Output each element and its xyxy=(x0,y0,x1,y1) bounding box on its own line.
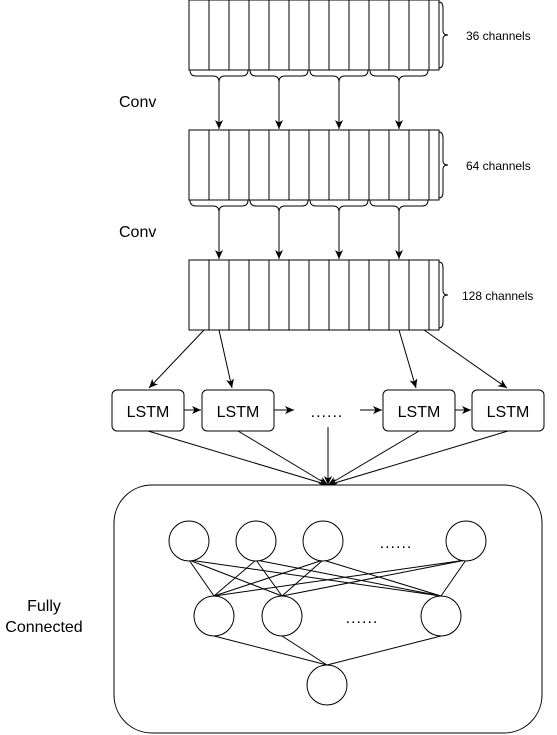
feature-to-lstm-arrow xyxy=(398,329,418,389)
fc-input-ellipsis: ...... xyxy=(380,535,413,552)
fc-input-hidden-connections xyxy=(188,559,467,597)
lstm-cell-3: LSTM xyxy=(382,389,456,432)
lstm-cell-2: LSTM xyxy=(201,389,275,432)
lstm-cell-4-label: LSTM xyxy=(487,404,530,421)
fc-label-line-1: Fully xyxy=(27,598,61,615)
feature-map-3: 128 channels xyxy=(188,259,533,331)
feature-map-2-channel-dividers xyxy=(208,130,430,200)
feature-map-3-channel-dividers xyxy=(208,260,430,330)
lstm-cell-2-label: LSTM xyxy=(217,404,260,421)
fc-hidden-node xyxy=(193,595,235,637)
feature-map-1-side-brace xyxy=(438,1,449,69)
lstm-to-fc-arrows xyxy=(147,427,509,487)
lstm-row: LSTM LSTM LSTM LSTM ...... xyxy=(111,389,545,432)
fc-hidden-output-connections xyxy=(213,635,442,666)
lstm-cell-1-label: LSTM xyxy=(127,404,170,421)
feature-map-2-bottom-braces xyxy=(189,199,429,213)
feature-map-2-side-brace xyxy=(438,131,449,199)
lstm-cell-4: LSTM xyxy=(471,389,545,432)
lstm-to-fc-arrow xyxy=(237,430,329,486)
lstm-cell-1: LSTM xyxy=(111,389,185,432)
fc-input-node xyxy=(168,520,210,562)
lstm-to-fc-arrow xyxy=(327,430,420,486)
feature-map-1: 36 channels xyxy=(188,0,531,83)
fc-hidden-node xyxy=(420,595,462,637)
lstm-cell-3-label: LSTM xyxy=(398,404,441,421)
feature-map-1-channels-label: 36 channels xyxy=(466,29,531,43)
feature-to-lstm-arrow xyxy=(218,329,234,389)
feature-map-3-channels-label: 128 channels xyxy=(462,289,533,303)
feature-map-1-bottom-braces xyxy=(189,69,429,83)
feature-map-2-channels-label: 64 channels xyxy=(466,159,531,173)
conv-label-1: Conv xyxy=(119,94,156,111)
lstm-to-fc-arrow xyxy=(327,430,509,487)
fc-hidden-node xyxy=(261,595,303,637)
fc-label-line-2: Connected xyxy=(5,619,82,636)
conv-arrows-1 xyxy=(215,82,403,129)
feature-to-lstm-arrow xyxy=(148,329,205,389)
conv-arrows-2 xyxy=(215,212,403,259)
lstm-to-fc-arrow xyxy=(147,430,329,487)
fc-output-node xyxy=(306,664,348,706)
feature-to-lstm-arrows xyxy=(148,329,508,389)
fc-input-node xyxy=(302,520,344,562)
lstm-ellipsis: ...... xyxy=(311,404,344,421)
fc-input-node xyxy=(445,520,487,562)
fc-hidden-ellipsis: ...... xyxy=(346,610,379,627)
feature-map-3-side-brace xyxy=(438,261,449,329)
fc-input-node xyxy=(235,520,277,562)
fully-connected-block: ...... ...... xyxy=(113,484,543,734)
feature-to-lstm-arrow xyxy=(423,329,508,389)
conv-label-2: Conv xyxy=(119,224,156,241)
feature-map-1-channel-dividers xyxy=(208,0,430,70)
feature-map-2: 64 channels xyxy=(188,129,531,213)
